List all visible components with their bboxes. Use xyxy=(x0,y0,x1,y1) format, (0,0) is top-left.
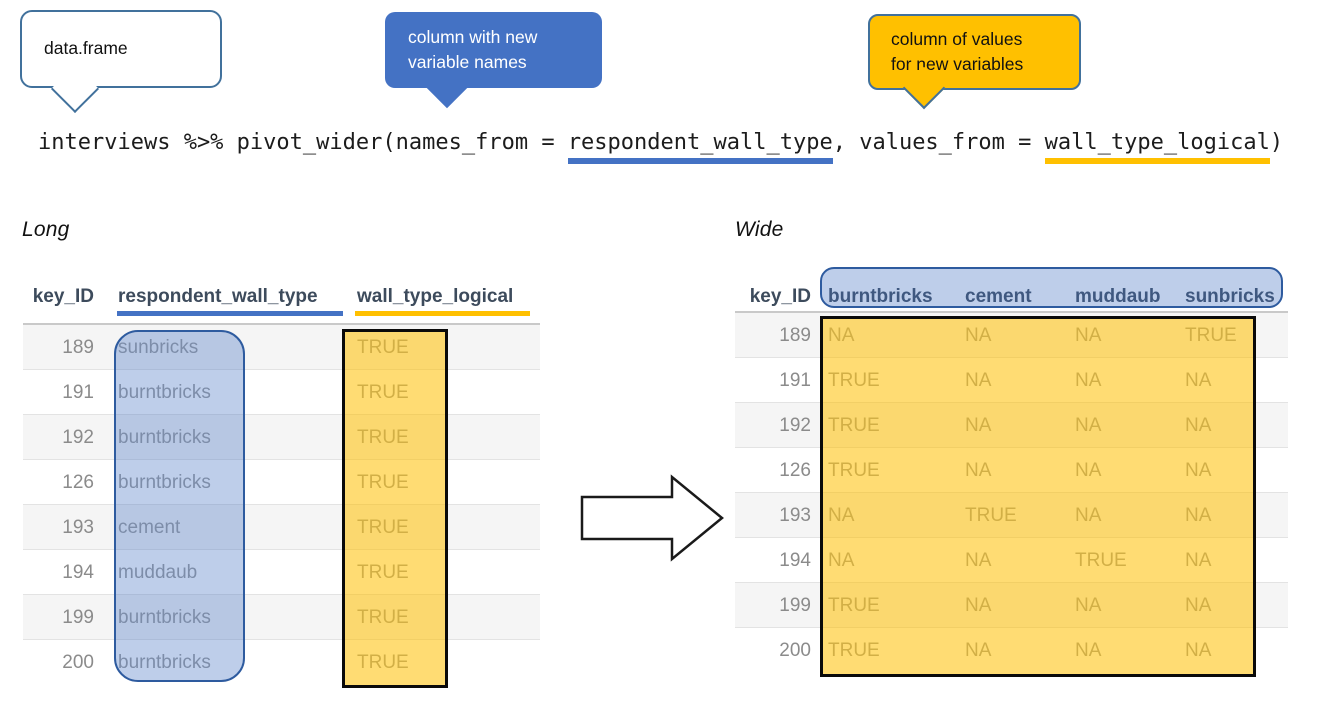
cell-key-id: 193 xyxy=(62,517,94,538)
long-header-key-id: key_ID xyxy=(32,286,94,307)
wide-header-highlight xyxy=(820,267,1283,308)
callout-dataframe: data.frame xyxy=(20,10,222,88)
cell-wall-type: muddaub xyxy=(118,562,198,583)
cell-key-id: 191 xyxy=(62,382,94,403)
code-names-from-arg: respondent_wall_type xyxy=(567,130,833,164)
cell-wall-type: burntbricks xyxy=(118,607,211,628)
code-separator: , values_from = xyxy=(832,130,1045,155)
callout-names-from: column with new variable names xyxy=(385,12,602,88)
table-row: 200 burntbricks TRUE xyxy=(23,640,540,685)
wide-header-sunbricks: sunbricks xyxy=(1185,286,1275,307)
table-row: 126 burntbricks TRUE xyxy=(23,460,540,505)
long-table-header: key_ID respondent_wall_type wall_type_lo… xyxy=(23,283,540,311)
wide-header-rule xyxy=(735,311,1288,313)
wide-header-cement: cement xyxy=(965,286,1032,307)
wide-values-highlight xyxy=(820,316,1256,677)
table-row: 189 sunbricks TRUE xyxy=(23,325,540,370)
long-table-rows: 189 sunbricks TRUE 191 burntbricks TRUE … xyxy=(23,325,540,685)
callout-dataframe-label: data.frame xyxy=(44,38,128,59)
cell-key-id: 194 xyxy=(779,550,811,571)
long-table: key_ID respondent_wall_type wall_type_lo… xyxy=(23,283,540,688)
cell-key-id: 192 xyxy=(779,415,811,436)
cell-key-id: 194 xyxy=(62,562,94,583)
cell-key-id: 191 xyxy=(779,370,811,391)
wide-header-key-id: key_ID xyxy=(749,286,811,307)
wide-label: Wide xyxy=(735,218,784,241)
cell-key-id: 200 xyxy=(779,640,811,661)
long-header-respondent-wall-type: respondent_wall_type xyxy=(118,286,318,307)
cell-wall-type: burntbricks xyxy=(118,382,211,403)
table-row: 192 burntbricks TRUE xyxy=(23,415,540,460)
code-values-from-arg: wall_type_logical xyxy=(1044,130,1270,164)
cell-wall-type: burntbricks xyxy=(118,652,211,673)
callout-names-from-line2: variable names xyxy=(408,52,527,72)
cell-key-id: 126 xyxy=(779,460,811,481)
callout-values-from-line1: column of values xyxy=(891,28,1023,49)
wide-table-header: key_ID burntbricks cement muddaub sunbri… xyxy=(735,283,1288,311)
wide-header-burntbricks: burntbricks xyxy=(828,286,933,307)
cell-wall-type: burntbricks xyxy=(118,472,211,493)
table-row: 193 cement TRUE xyxy=(23,505,540,550)
cell-wall-type: sunbricks xyxy=(118,337,199,358)
cell-key-id: 200 xyxy=(62,652,94,673)
long-header-rule xyxy=(23,323,540,325)
callout-values-from: column of values for new variables xyxy=(868,14,1081,90)
long-header-underline-orange xyxy=(355,311,530,316)
code-suffix: ) xyxy=(1269,130,1284,155)
pivot-arrow-icon xyxy=(580,474,724,562)
cell-key-id: 189 xyxy=(779,325,811,346)
code-line: interviews %>% pivot_wider(names_from = … xyxy=(38,130,1284,164)
long-names-column-highlight xyxy=(114,330,245,682)
long-label: Long xyxy=(22,218,70,241)
cell-key-id: 189 xyxy=(62,337,94,358)
cell-wall-type: burntbricks xyxy=(118,427,211,448)
cell-wall-type: cement xyxy=(118,517,181,538)
long-header-underline-blue xyxy=(117,311,343,316)
long-values-column-highlight xyxy=(342,329,448,688)
wide-header-muddaub: muddaub xyxy=(1075,286,1161,307)
table-row: 194 muddaub TRUE xyxy=(23,550,540,595)
cell-key-id: 199 xyxy=(62,607,94,628)
cell-key-id: 199 xyxy=(779,595,811,616)
callout-names-from-line1: column with new xyxy=(408,26,538,47)
wide-table: key_ID burntbricks cement muddaub sunbri… xyxy=(735,260,1288,677)
cell-key-id: 193 xyxy=(779,505,811,526)
table-row: 191 burntbricks TRUE xyxy=(23,370,540,415)
code-prefix: interviews %>% pivot_wider(names_from = xyxy=(38,130,568,155)
cell-key-id: 126 xyxy=(62,472,94,493)
cell-key-id: 192 xyxy=(62,427,94,448)
table-row: 199 burntbricks TRUE xyxy=(23,595,540,640)
long-header-wall-type-logical: wall_type_logical xyxy=(357,286,514,307)
